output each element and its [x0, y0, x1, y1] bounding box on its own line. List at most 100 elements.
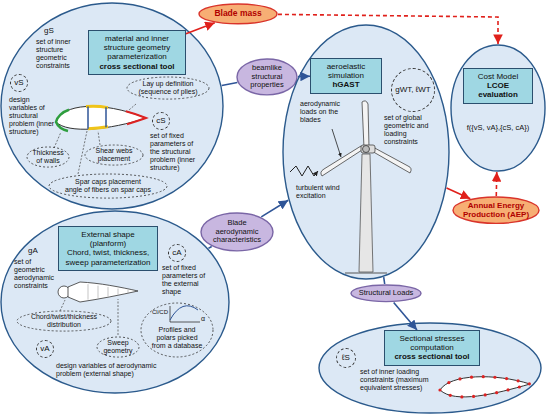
- chord-line: [108, 287, 109, 296]
- outline-ellipse: [1, 211, 229, 393]
- simulation-region: aeroelastic simulationhGASTgWT, ℓWTset o…: [282, 24, 450, 280]
- chord-line: [128, 290, 129, 293]
- stress-point: [472, 395, 475, 398]
- parameter-callout: cS set of fixed parameters of the structu…: [150, 112, 202, 176]
- outline-ellipse: [27, 147, 69, 167]
- tool-box: Cost ModelLCOE evaluation: [463, 68, 533, 104]
- tool-box: aeroelastic simulationhGAST: [310, 58, 382, 94]
- nacelle: [361, 145, 375, 153]
- cost-region: Cost ModelLCOE evaluation f({vS, vA},{cS,…: [450, 44, 546, 172]
- node-text: Thickness of walls: [30, 149, 66, 165]
- shear-web: [105, 107, 107, 127]
- node-text: Lay up definition (sequence of plies): [132, 80, 204, 96]
- stress-point: [516, 379, 519, 382]
- node-text: cS: [152, 112, 170, 130]
- node-text: set of geometric aerodynamic constraints: [14, 258, 56, 290]
- text-slot: f({vS, vA},{cS, cA}): [456, 124, 540, 133]
- node-text: angle of fibers on spar caps: [65, 186, 151, 194]
- stress-point: [493, 376, 496, 379]
- node-text: gWT, ℓWT: [391, 68, 435, 112]
- outline-ellipse: [1, 3, 223, 209]
- outline-ellipse: [451, 45, 545, 171]
- stress-point: [518, 385, 521, 388]
- text-slot: set of fixed parameters of the external …: [162, 264, 214, 296]
- text-slot: design variables of structural problem (…: [9, 96, 55, 136]
- text-slot: set of fixed parameters of the structura…: [150, 132, 200, 172]
- data-bubble: Structural Loads: [350, 284, 422, 303]
- flow-arrow: [261, 200, 288, 217]
- text-slot: gS: [44, 26, 54, 35]
- node-text: cross sectional tool: [394, 352, 469, 361]
- stress-point: [449, 394, 452, 397]
- node-text: design variables of aerodynamic problem …: [56, 362, 166, 378]
- text-slot: vA: [36, 340, 54, 358]
- label-slot: Cl/CD: [152, 309, 168, 316]
- constraint-callout: ℓS: [336, 348, 358, 370]
- text-slot: set of geometric aerodynamic constraints: [14, 258, 56, 290]
- callout-ellipse: Spar caps placementangle of fibers on sp…: [48, 173, 168, 199]
- outline-ellipse: [453, 197, 539, 223]
- node-text: gS: [44, 26, 54, 35]
- text-slot: vS: [10, 74, 28, 92]
- outline-ellipse: [237, 59, 297, 95]
- flow-arrow: [298, 76, 310, 78]
- node-text: turbulent wind excitation: [296, 184, 344, 200]
- stress-point: [495, 391, 498, 394]
- outline-ellipse: [97, 337, 139, 357]
- stress-point: [505, 377, 508, 380]
- ground: [345, 273, 387, 274]
- stress-point: [506, 388, 509, 391]
- tool-box: Sectional stresses computationcross sect…: [384, 330, 480, 366]
- node-text: Shear webs placement: [90, 147, 138, 163]
- text-slot: cA: [168, 244, 186, 262]
- outline-ellipse: [49, 174, 167, 198]
- node-text: hGAST: [332, 80, 359, 89]
- axis-label: Cl/CD: [152, 309, 168, 316]
- label-slot: α: [201, 315, 205, 323]
- stress-point: [438, 388, 441, 391]
- node-text: material and inner structure geometry pa…: [93, 34, 181, 62]
- node-text: set of fixed parameters of the structura…: [150, 132, 200, 172]
- flow-arrow: [447, 188, 471, 199]
- outline-ellipse: [141, 303, 213, 357]
- node-text: Cost Model: [478, 72, 518, 81]
- text-slot: gWT, ℓWT: [391, 68, 435, 112]
- callout-ellipse: Chord/twist/thickness distribution: [16, 310, 112, 332]
- stress-point: [482, 375, 485, 378]
- tool-box: External shape (planform)Chord, twist, t…: [58, 226, 158, 271]
- outline-ellipse: [199, 4, 277, 24]
- axis-label: α: [201, 315, 205, 323]
- node-text: Sectional stresses computation: [389, 334, 475, 352]
- data-bubble: beamlike structural properties: [236, 58, 298, 96]
- node-text: design variables of structural problem (…: [9, 96, 55, 136]
- outline-ellipse: [319, 323, 541, 413]
- text-slot: ℓS: [336, 348, 356, 368]
- tool-region: material and inner structure geometry pa…: [0, 2, 224, 210]
- variable-callout: vAdesign variables of aerodynamic proble…: [36, 340, 166, 382]
- callout-ellipse: Lay up definition (sequence of plies): [126, 76, 210, 100]
- flow-arrow: [383, 277, 386, 284]
- node-text: Blade mass: [214, 9, 261, 19]
- text-slot: gA: [28, 246, 38, 255]
- chord-line: [88, 284, 89, 299]
- node-text: Annual Energy Production (AEP): [458, 201, 534, 219]
- node-text: LCOE evaluation: [467, 81, 529, 99]
- node-text: cA: [168, 244, 186, 262]
- text-slot: set of inner loading constraints (maximu…: [360, 368, 434, 392]
- stress-point: [484, 393, 487, 396]
- text-slot: Profiles and polars picked from a databa…: [150, 326, 204, 350]
- node-text: beamlike structural properties: [242, 64, 292, 90]
- stress-point: [458, 377, 461, 380]
- node-text: ℓS: [336, 348, 356, 368]
- node-text: set of inner structure geometric constra…: [36, 38, 86, 70]
- stress-point: [470, 376, 473, 379]
- callout-ellipse: Sweep geometry: [96, 336, 140, 358]
- callout-ellipse: Shear webs placement: [84, 144, 144, 166]
- variable-callout: vS design variables of structural problem…: [8, 74, 58, 146]
- parameter-callout: cA set of fixed parameters of the externa…: [162, 244, 214, 300]
- outline-ellipse: [283, 25, 449, 279]
- flow-arrow: [208, 246, 211, 248]
- node-text: aerodynamic loads on the blades: [300, 100, 356, 124]
- outline-ellipse: [85, 145, 143, 165]
- stress-region: Sectional stresses computationcross sect…: [318, 322, 542, 414]
